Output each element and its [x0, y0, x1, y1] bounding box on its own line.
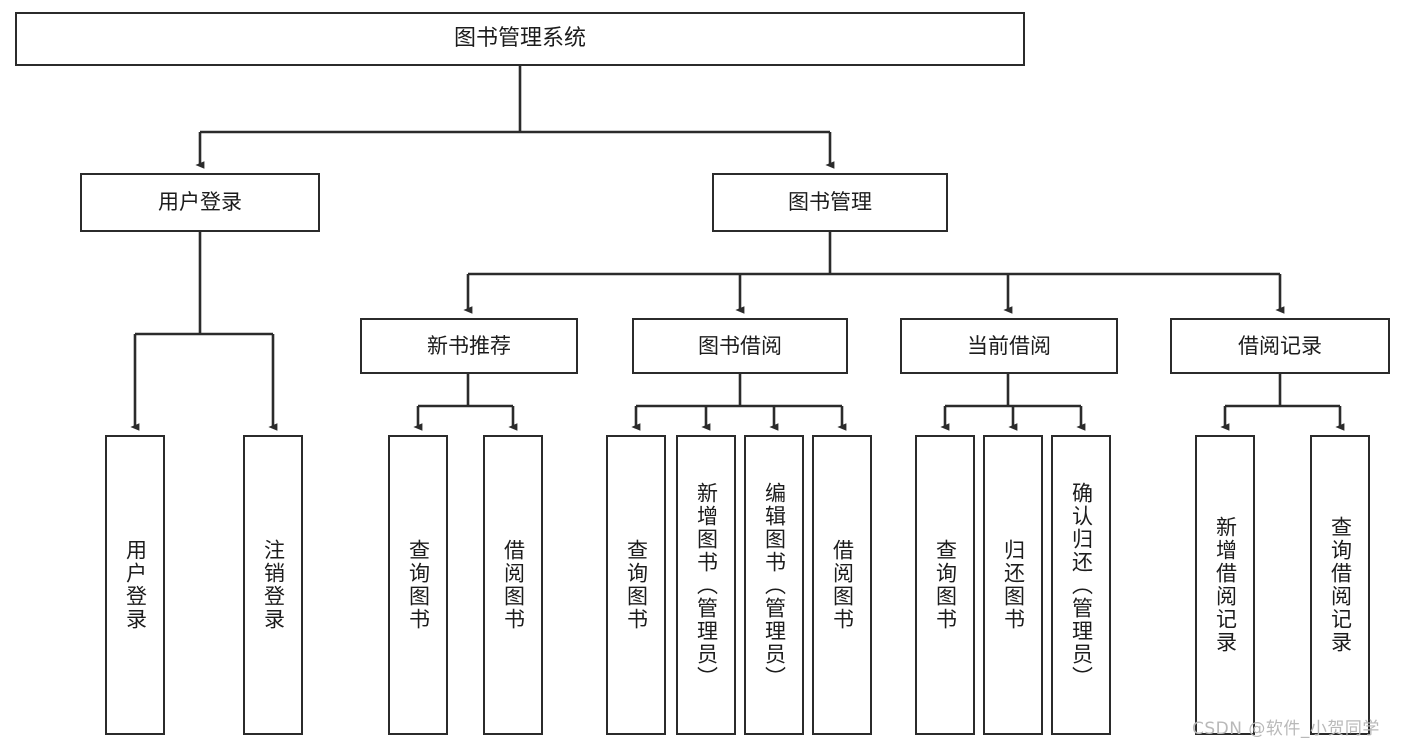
- node-leaf-query-record-label: 查询借阅记录: [1328, 516, 1353, 654]
- node-book-borrow-label: 图书借阅: [698, 333, 782, 358]
- node-leaf-query-book-borrow[interactable]: 查询图书: [606, 435, 666, 735]
- node-leaf-return-book-label: 归还图书: [1001, 539, 1026, 631]
- node-leaf-add-book[interactable]: 新增图书（管理员）: [676, 435, 736, 735]
- node-leaf-query-book-rec-label: 查询图书: [406, 539, 431, 631]
- node-book-manage-label: 图书管理: [788, 190, 872, 215]
- node-leaf-user-login[interactable]: 用户登录: [105, 435, 165, 735]
- node-root-label: 图书管理系统: [453, 26, 586, 52]
- node-book-manage[interactable]: 图书管理: [712, 173, 948, 232]
- node-user-login-label: 用户登录: [158, 190, 242, 215]
- node-leaf-add-book-label: 新增图书（管理员）: [694, 481, 719, 689]
- node-borrow-record-label: 借阅记录: [1238, 333, 1322, 358]
- node-leaf-borrow-book-rec[interactable]: 借阅图书: [483, 435, 543, 735]
- node-leaf-user-logout-label: 注销登录: [261, 539, 286, 631]
- node-leaf-borrow-book[interactable]: 借阅图书: [812, 435, 872, 735]
- node-leaf-edit-book-label: 编辑图书（管理员）: [762, 481, 787, 689]
- node-leaf-user-login-label: 用户登录: [123, 539, 148, 631]
- node-root[interactable]: 图书管理系统: [15, 12, 1025, 66]
- node-leaf-query-book-cur[interactable]: 查询图书: [915, 435, 975, 735]
- node-current-borrow-label: 当前借阅: [967, 333, 1051, 358]
- node-leaf-return-book[interactable]: 归还图书: [983, 435, 1043, 735]
- node-leaf-edit-book[interactable]: 编辑图书（管理员）: [744, 435, 804, 735]
- node-leaf-confirm-return-label: 确认归还（管理员）: [1069, 481, 1094, 689]
- node-current-borrow[interactable]: 当前借阅: [900, 318, 1118, 374]
- node-new-book-rec-label: 新书推荐: [427, 333, 511, 358]
- node-leaf-user-logout[interactable]: 注销登录: [243, 435, 303, 735]
- node-leaf-borrow-book-label: 借阅图书: [830, 539, 855, 631]
- node-leaf-query-record[interactable]: 查询借阅记录: [1310, 435, 1370, 735]
- node-leaf-borrow-book-rec-label: 借阅图书: [501, 539, 526, 631]
- node-new-book-rec[interactable]: 新书推荐: [360, 318, 578, 374]
- node-leaf-confirm-return[interactable]: 确认归还（管理员）: [1051, 435, 1111, 735]
- node-leaf-query-book-borrow-label: 查询图书: [624, 539, 649, 631]
- node-leaf-query-book-cur-label: 查询图书: [933, 539, 958, 631]
- csdn-watermark: CSDN @软件_小贺同学: [1192, 719, 1380, 739]
- node-user-login[interactable]: 用户登录: [80, 173, 320, 232]
- node-borrow-record[interactable]: 借阅记录: [1170, 318, 1390, 374]
- node-leaf-add-record-label: 新增借阅记录: [1213, 516, 1238, 654]
- node-leaf-add-record[interactable]: 新增借阅记录: [1195, 435, 1255, 735]
- node-leaf-query-book-rec[interactable]: 查询图书: [388, 435, 448, 735]
- node-book-borrow[interactable]: 图书借阅: [632, 318, 848, 374]
